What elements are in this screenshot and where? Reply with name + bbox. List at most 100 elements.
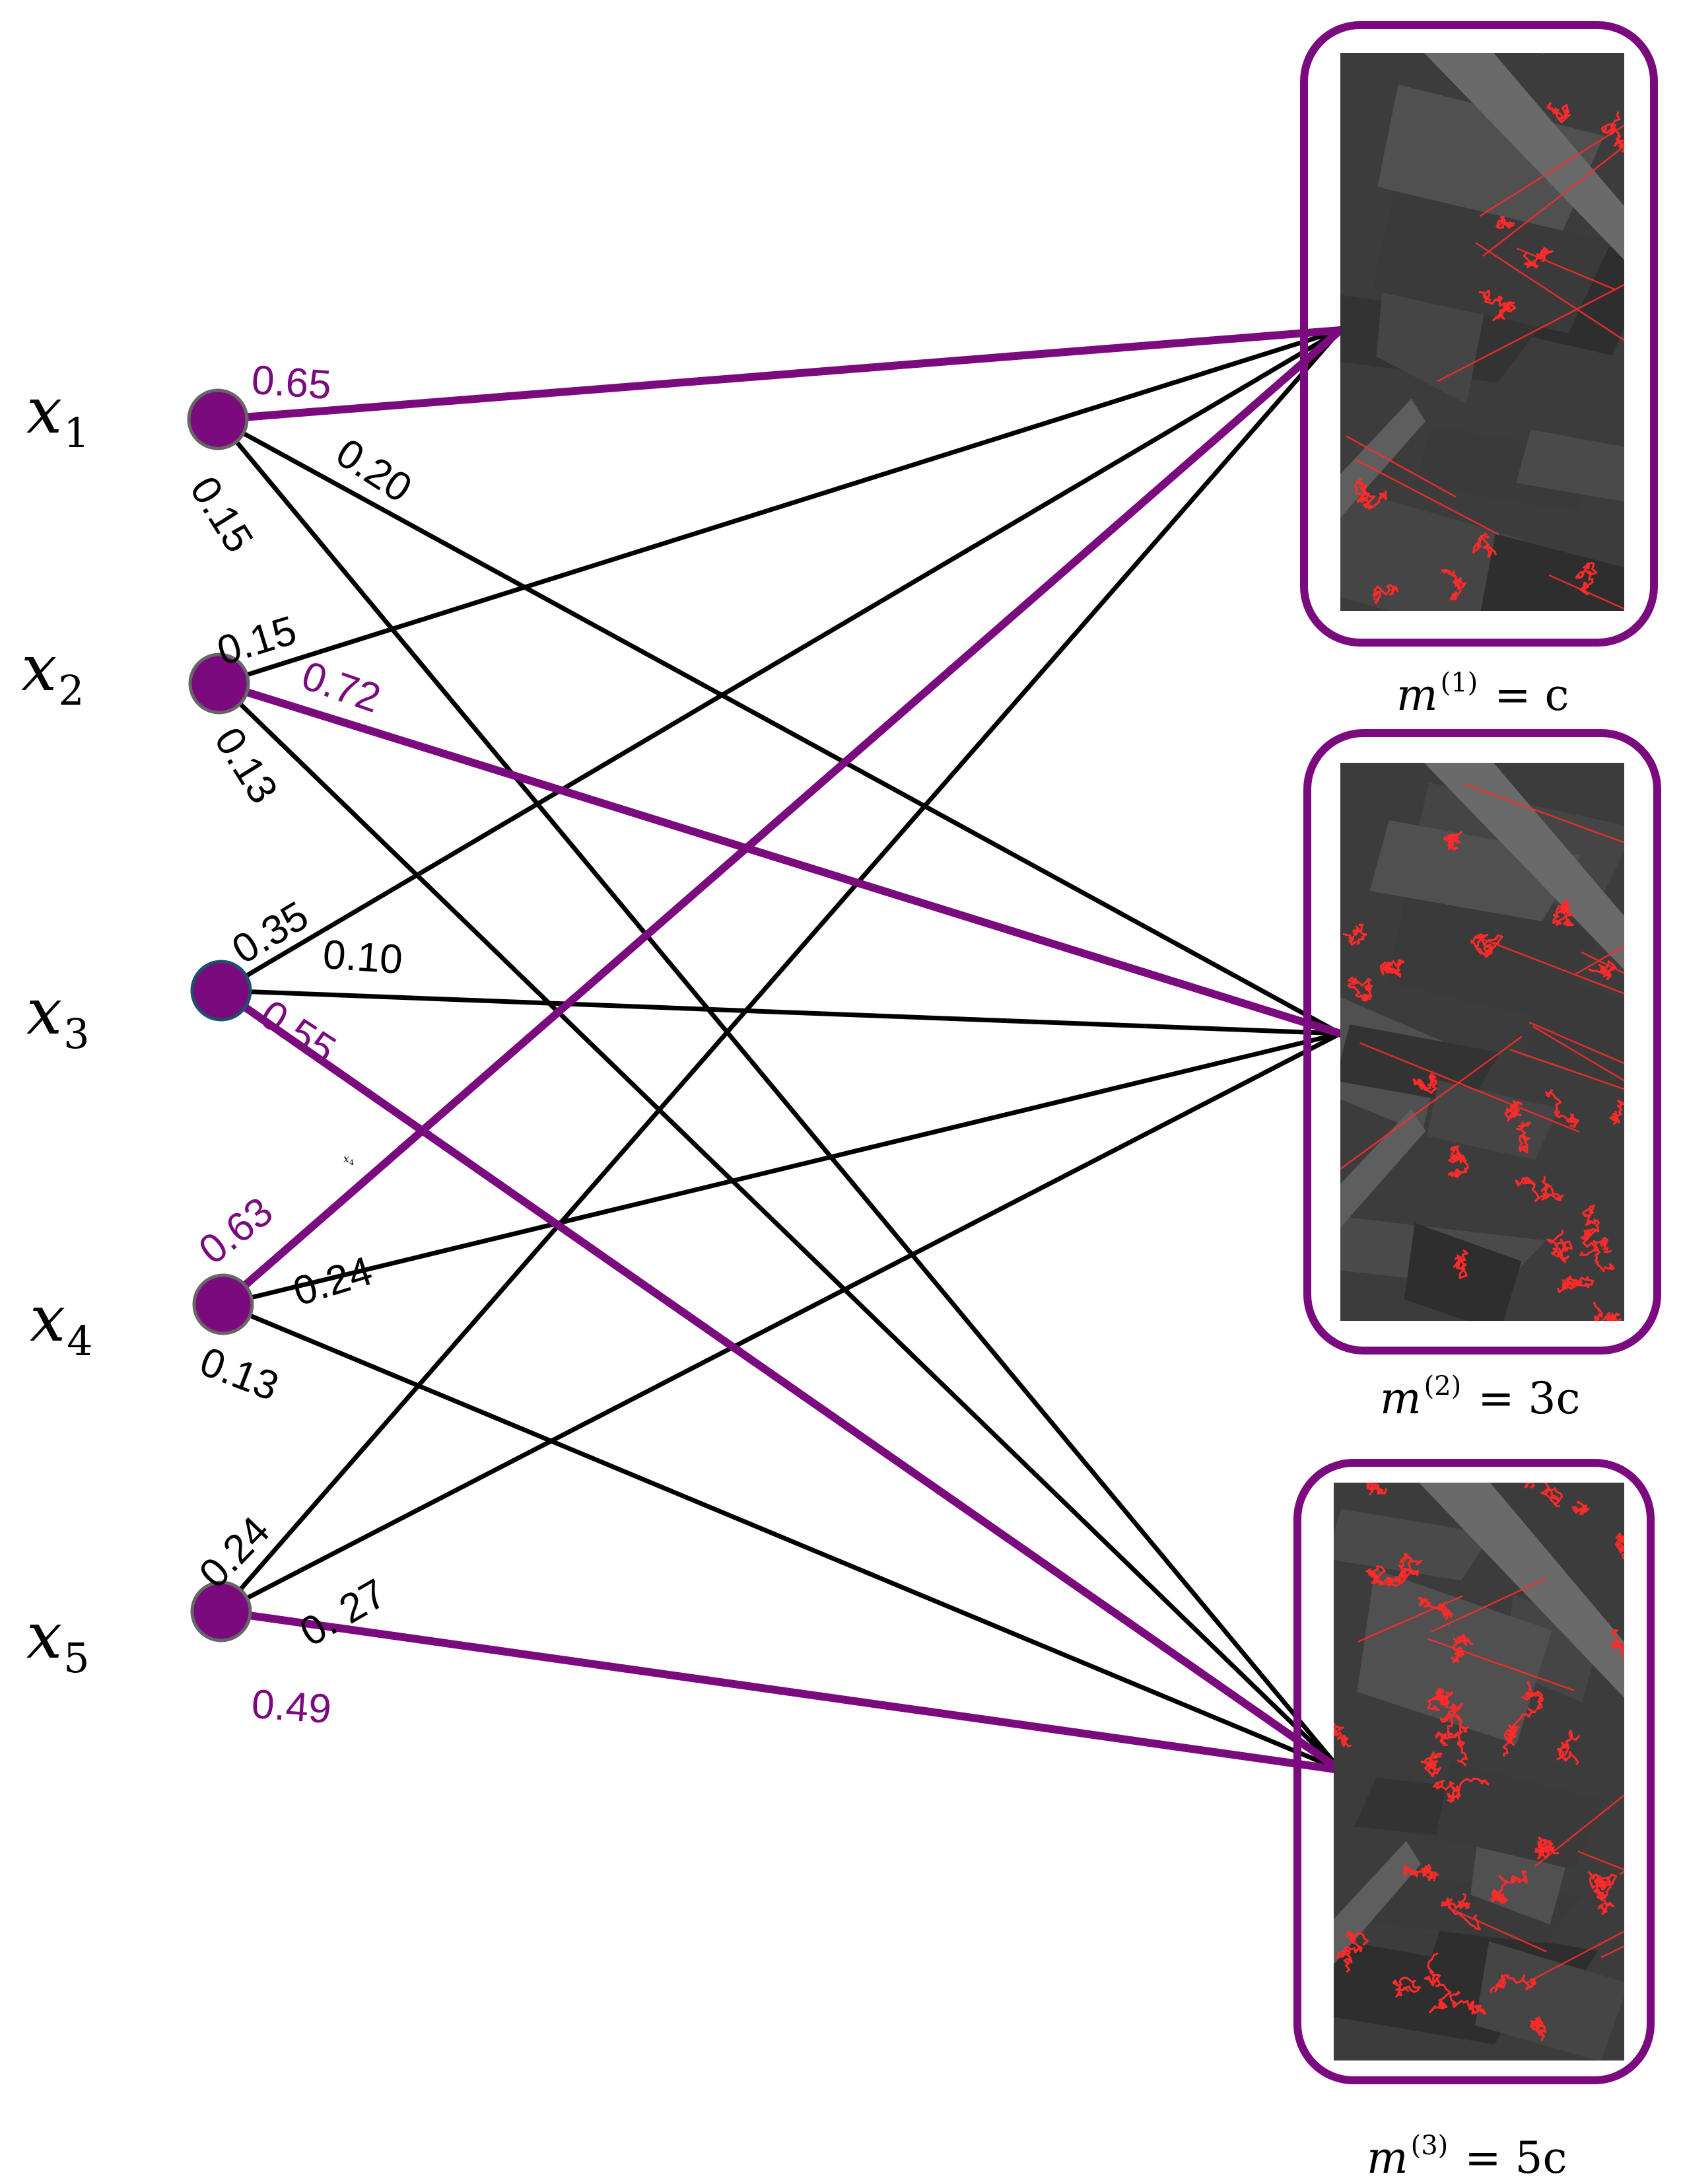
- segment-contour: [1334, 1722, 1352, 1747]
- field-patch: [1526, 966, 1624, 1090]
- output-frame-m1: [1300, 21, 1658, 647]
- segment-contour: [1402, 1864, 1439, 1882]
- segment-boundary: [1340, 1036, 1523, 1170]
- segment-contour: [1439, 1703, 1469, 1733]
- segment-contour: [1575, 562, 1598, 596]
- edge-x4-m3: [221, 1302, 1343, 1773]
- segment-boundary: [1431, 1577, 1547, 1633]
- edge-x4-m2: [221, 1031, 1343, 1307]
- weight-label-x2-m1: 0.15: [212, 608, 302, 674]
- input-node-x5: [190, 1580, 252, 1642]
- edge-x2-m1: [217, 328, 1343, 686]
- segment-contour: [1424, 1952, 1452, 2014]
- segment-contour: [1386, 1553, 1423, 1587]
- road-band: [1334, 1841, 1421, 1965]
- segment-boundary: [1427, 1638, 1575, 1691]
- segment-contour: [1523, 247, 1554, 269]
- edge-x3-m2: [219, 988, 1343, 1036]
- edge-x4-m1: [219, 326, 1344, 1308]
- output-caption-m2: m(2) = 3c: [1380, 1371, 1580, 1424]
- segment-contour: [1418, 1597, 1453, 1620]
- segment-contour: [1615, 1532, 1624, 1560]
- weight-label-x1-m2: 0.20: [328, 430, 420, 512]
- field-patch: [1372, 191, 1612, 334]
- input-node-x2: [188, 652, 250, 715]
- output-caption-superscript: (3): [1411, 2131, 1449, 2161]
- output-caption-superscript: (1): [1441, 668, 1478, 698]
- output-caption-superscript: (2): [1424, 1371, 1462, 1401]
- segment-contour: [1593, 1236, 1615, 1273]
- output-frame-m2: [1303, 729, 1661, 1355]
- segment-boundary: [1346, 435, 1457, 498]
- segment-boundary: [1509, 1049, 1624, 1090]
- weight-label-x1-m3: 0.15: [181, 469, 261, 561]
- panels-layer: [1293, 21, 1661, 2084]
- input-label-x2: x2: [21, 631, 85, 715]
- segment-contour: [1365, 1559, 1407, 1587]
- segment-boundary: [1355, 458, 1499, 536]
- segment-contour: [1609, 1100, 1624, 1125]
- road-band: [1340, 1108, 1425, 1228]
- input-subscript-x4: 4: [67, 1317, 92, 1365]
- segment-contour: [1342, 923, 1368, 946]
- segment-contour: [1495, 216, 1515, 229]
- segment-contour: [1588, 960, 1617, 980]
- segment-boundary: [1463, 783, 1624, 844]
- segment-boundary: [1482, 145, 1624, 257]
- segment-boundary: [1359, 1042, 1580, 1133]
- stray-label: x4: [343, 1152, 354, 1167]
- edge-x3-m3: [217, 987, 1344, 1774]
- road-band: [1424, 53, 1624, 260]
- field-patch: [1340, 1024, 1500, 1105]
- weight-label-x3-m2: 0.10: [322, 932, 404, 983]
- segment-contour: [1502, 1707, 1537, 1757]
- segment-contour: [1433, 1777, 1490, 1803]
- input-label-x3: x3: [26, 975, 90, 1058]
- segmentation-image-m1: [1340, 53, 1624, 611]
- edge-x3-m1: [219, 328, 1343, 993]
- input-subscript-x3: 3: [63, 1010, 89, 1058]
- segment-boundary: [1548, 574, 1624, 610]
- segment-contour: [1366, 1483, 1387, 1496]
- segment-contour: [1379, 959, 1405, 978]
- field-patch: [1435, 1763, 1604, 1870]
- edge-x1-m1: [214, 326, 1344, 423]
- segment-contour: [1504, 1100, 1523, 1122]
- segment-boundary: [1575, 945, 1624, 975]
- segment-contour: [1420, 1751, 1443, 1778]
- segment-boundary: [1479, 124, 1624, 217]
- segment-boundary: [1475, 242, 1624, 341]
- field-patch: [1334, 1508, 1492, 1581]
- segment-contour: [1600, 111, 1624, 153]
- segment-contour: [1435, 1713, 1468, 1767]
- segment-contour: [1489, 1973, 1536, 1993]
- weight-label-x5-m2: 0. 27: [292, 1570, 394, 1656]
- segment-boundary: [1437, 283, 1624, 382]
- segment-contour: [1610, 1629, 1624, 1657]
- segmentation-image-m2: [1340, 763, 1624, 1321]
- edge-x5-m3: [217, 1607, 1344, 1774]
- segment-contour: [1490, 1870, 1528, 1904]
- segment-contour: [1373, 584, 1399, 604]
- segment-contour: [1556, 1730, 1581, 1765]
- segment-contour: [1587, 1871, 1618, 1899]
- segment-contour: [1392, 1977, 1421, 1998]
- input-subscript-x5: 5: [63, 1634, 89, 1682]
- weight-label-x5-m3: 0.49: [250, 1681, 333, 1732]
- segment-boundary: [1532, 1026, 1624, 1082]
- segment-contour: [1354, 477, 1387, 510]
- weight-label-x5-m1: 0.24: [191, 1508, 279, 1597]
- input-node-x4: [192, 1273, 254, 1335]
- output-frame-m3: [1293, 1459, 1655, 2084]
- field-patch: [1516, 429, 1624, 502]
- segment-contour: [1348, 976, 1373, 1002]
- input-label-x5: x5: [26, 1599, 90, 1682]
- output-panel-m3: [1293, 1459, 1655, 2084]
- field-patch: [1340, 487, 1525, 611]
- segment-contour: [1441, 1893, 1481, 1930]
- segment-contour: [1552, 899, 1574, 927]
- edge-x1-m3: [215, 417, 1343, 1773]
- field-patch: [1475, 1941, 1624, 2061]
- edge-x5-m2: [219, 1031, 1343, 1614]
